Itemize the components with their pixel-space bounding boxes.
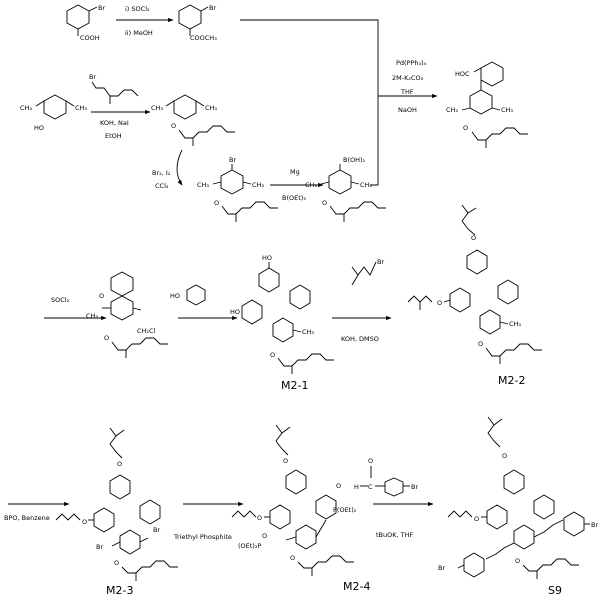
reagent-naoh: NaOH [398,106,417,114]
phosphonate-oxygen-label-2: O [262,532,267,540]
reagent-br2-i2: Br₂, I₂ [152,169,171,177]
methyl-label-m: CH₃ [509,320,521,328]
compound-m2-2: M2-2 [498,374,525,387]
ester-label: COOCH₃ [190,34,217,42]
reagent-meoh: ii) MeOH [125,29,153,37]
hoc-label: HOC [455,70,470,78]
boronic-label: B(OH)₂ [343,156,366,164]
compound-m2-3: M2-3 [106,584,133,597]
oxygen-label: O [171,122,176,130]
reagent-pd: Pd(PPh₃)₄ [396,59,427,67]
bromo-label-2: Br [209,4,216,12]
reagent-b-oet3: B(OEt)₃ [282,194,306,202]
aldehyde-h-label: H [354,483,359,491]
oxygen-label-13: O [283,457,288,465]
bromo-label-9: Br [591,521,598,529]
reagent-etoh: EtOH [105,132,122,140]
hydroxy-label-3: HO [230,308,240,316]
bromo-label: Br [98,4,105,12]
oxygen-label-11: O [82,518,87,526]
oxygen-label-2: O [214,199,219,207]
hydroxy-label-2: HO [262,254,272,262]
alkyl-bromide-structure: Br [352,258,384,285]
phosphonate-label-a: P(OEt)₂ [333,506,357,514]
compound-m2-1: M2-1 [281,379,308,392]
bromo-label-4: Br [229,156,236,164]
methyl-label-k: CH₃ [86,312,98,320]
methyl-label-f: CH₃ [252,181,264,189]
bromo-label-3: Br [89,73,96,81]
bromo-label-5: Br [377,258,384,266]
methyl-label-a: CH₃ [20,104,32,112]
ethylhexyl-ether-structure: CH₃ CH₃ O [151,95,235,146]
bromo-label-7: Br [96,543,103,551]
reagent-k2co3: 2M-K₂CO₃ [392,74,424,82]
reagent-mg: Mg [290,168,300,176]
biphenyl-acid-structure: HOC CH₃ CH₃ O [446,62,528,148]
methyl-label-b: CH₃ [75,104,87,112]
m2-2-structure: O O CH₃ O [408,205,542,364]
oxygen-label-17: O [474,515,479,523]
reagent-bpo: BPO, Benzene [4,514,50,522]
acid-label: COOH [80,34,100,42]
oxygen-label-8: O [437,299,442,307]
oxygen-label-16: O [502,452,507,460]
oxygen-label-14: O [257,514,262,522]
phenol-oh-label: HO [170,292,180,300]
bromobenzaldehyde-structure: O H C Br [354,457,418,496]
bromobenzoic-acid-structure: Br COOH [67,4,105,42]
methyl-label-l: CH₃ [302,328,314,336]
reagent-thf: THF [400,88,414,96]
s9-structure: O O Br Br O [438,417,598,579]
m2-4-structure: O O O P(OEt)₂ O (OEt)₂P O [232,425,357,576]
compound-s9: S9 [548,584,562,597]
oxygen-label-10: O [117,460,122,468]
m2-3-structure: O O Br Br O [56,428,178,581]
aldehyde-c-label: C [368,483,373,491]
compound-m2-4: M2-4 [343,580,370,593]
ketone-oxygen-label: O [99,292,104,300]
aldehyde-oxygen-label: O [368,457,373,465]
reagent-socl2: i) SOCl₂ [125,5,150,13]
reagent-phosphite: Triethyl Phosphite [173,533,232,541]
phosphonate-label-b: (OEt)₂P [238,542,261,550]
methyl-label-i: CH₃ [446,106,458,114]
methyl-label-d: CH₃ [205,104,217,112]
bromo-ether-structure: Br CH₃ CH₃ O [197,156,278,222]
phosphonate-oxygen-label: O [336,482,341,490]
oxygen-label-3: O [322,199,327,207]
methyl-label-e: CH₃ [197,181,209,189]
dimethylphenol-structure: CH₃ CH₃ HO [20,95,87,132]
ethylhexyl-bromide-structure: Br [89,73,138,104]
reagent-socl2-2: SOCl₂ [51,296,70,304]
fluorenone-structure: O CH₃ CH₂Cl O [86,272,168,358]
oxygen-label-6: O [270,351,275,359]
reagent-koh-nai: KOH, NaI [100,119,129,127]
methyl-label-c: CH₃ [151,104,163,112]
methyl-label-g: CH₃ [305,181,317,189]
methyl-label-j: CH₃ [501,106,513,114]
oxygen-label-5: O [104,334,109,342]
hydroxy-label: HO [34,124,44,132]
bromo-label-10: Br [438,564,445,572]
boronic-acid-structure: B(OH)₂ CH₃ CH₃ O [305,156,386,222]
m2-1-structure: HO HO CH₃ O [230,254,334,374]
phenol-structure: HO [170,285,205,305]
chloromethyl-label: CH₂Cl [137,327,156,335]
bromo-label-8: Br [411,483,418,491]
methyl-label-h: CH₃ [360,181,372,189]
oxygen-label-18: O [515,557,520,565]
oxygen-label-7: O [471,234,476,242]
oxygen-label-4: O [463,124,468,132]
reagent-koh-dmso: KOH, DMSO [341,335,379,343]
methyl-bromobenzoate-structure: Br COOCH₃ [179,4,217,42]
oxygen-label-12: O [114,559,119,567]
bromo-label-6: Br [153,526,160,534]
bromination-curve-arrow [177,150,182,185]
reagent-tbuok-thf: tBuOK, THF [376,531,413,539]
oxygen-label-9: O [478,340,483,348]
oxygen-label-15: O [290,554,295,562]
reagent-ccl4: CCl₄ [155,182,169,190]
